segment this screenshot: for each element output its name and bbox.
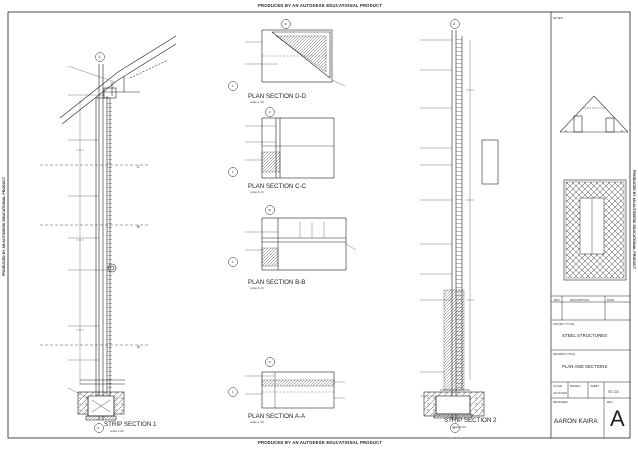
marker-b-bottom-label: 1 <box>232 259 234 264</box>
key-plan-drawing <box>563 179 627 281</box>
side-banner-left: PRODUCED BY AN AUTODESK EDUCATIONAL PROD… <box>2 176 6 276</box>
section-cut-c: C <box>137 164 140 169</box>
marker-d-bottom <box>228 81 238 91</box>
plan-section-d-d-drawing <box>245 29 346 87</box>
marker-label-2-b: 2 <box>453 425 456 430</box>
strip-section-1-scale: scale 1:20 <box>110 429 124 433</box>
rev-header: REV <box>554 298 560 302</box>
plan-section-a-scale: scale 1:10 <box>250 420 264 424</box>
drawing-title: PLAN AND SECTIONS <box>562 364 608 369</box>
section-cut-b: B <box>137 224 140 229</box>
marker-b-top <box>265 205 275 215</box>
strip-section-2-drawing <box>420 30 499 420</box>
plan-section-c-scale: scale 1:10 <box>250 190 264 194</box>
marker-d-top <box>281 19 291 29</box>
date-header: DATE <box>607 298 615 302</box>
strip-section-2-scale: scale 1:20 <box>452 425 466 429</box>
designer-name: AARON KAIRA <box>554 418 598 425</box>
grid-marker-2-bottom <box>450 423 460 433</box>
plan-section-a-title: PLAN SECTION A-A <box>248 413 306 420</box>
marker-b-bottom <box>228 257 238 267</box>
plan-section-b-title: PLAN SECTION B-B <box>248 279 306 286</box>
marker-label-1: 1 <box>98 54 101 59</box>
notes-label: NOTES: <box>553 16 564 20</box>
bottom-banner: PRODUCED BY AN AUTODESK EDUCATIONAL PROD… <box>258 440 383 445</box>
grid-marker-2 <box>450 19 460 29</box>
description-header: DESCRIPTION <box>570 298 590 302</box>
strip-section-1-title: STRIP SECTION 1 <box>104 421 157 428</box>
plan-section-a-a-drawing <box>245 371 345 409</box>
plan-section-d-title: PLAN SECTION D-D <box>248 93 307 100</box>
marker-d-label: D <box>284 21 287 26</box>
marker-label-1-b: 1 <box>97 425 100 430</box>
marker-a-bottom <box>228 387 238 397</box>
project-title: STEEL STRUCTURES <box>562 333 607 338</box>
drawing-title-label: DRAWING TITLE <box>553 352 575 356</box>
marker-a-top <box>265 357 275 367</box>
strip-section-1-drawing <box>40 35 177 421</box>
marker-c-bottom <box>228 167 238 177</box>
marker-d-bottom-label: 1 <box>232 83 234 88</box>
strip-section-2-title: STRIP SECTION 2 <box>444 417 497 424</box>
scale-value: AS NOTED <box>553 391 568 395</box>
plan-section-d-scale: scale 1:10 <box>250 100 264 104</box>
drawn-label: DRAWN <box>570 384 581 388</box>
plan-section-c-c-drawing <box>245 117 335 179</box>
rev-label: REV <box>607 400 613 404</box>
marker-c-top <box>265 107 275 117</box>
marker-b-label: B <box>268 207 271 212</box>
plan-section-b-b-drawing <box>245 217 357 271</box>
grid-marker-1-bottom <box>94 423 104 433</box>
marker-a-label: A <box>268 359 271 364</box>
top-banner: PRODUCED BY AN AUTODESK EDUCATIONAL PROD… <box>258 3 383 8</box>
plan-section-c-title: PLAN SECTION C-C <box>248 183 307 190</box>
sheet-border <box>7 11 631 439</box>
key-elevation-drawing <box>559 95 629 133</box>
marker-c-label: C <box>268 109 271 114</box>
scale-label: SCALE <box>553 384 563 388</box>
marker-label-2: 2 <box>453 21 456 26</box>
sheet-label: SHEET <box>590 384 600 388</box>
revision-letter: A <box>610 406 625 431</box>
grid-marker-1 <box>95 52 105 62</box>
designer-label: DESIGNER <box>553 400 568 404</box>
marker-a-bottom-label: 1 <box>232 389 234 394</box>
marker-c-bottom-label: 1 <box>232 169 234 174</box>
project-title-label: PROJECT TITLE <box>553 322 575 326</box>
plan-section-b-scale: scale 1:10 <box>250 286 264 290</box>
section-cut-a: A <box>137 344 140 349</box>
sheet-number: ST-03 <box>608 389 619 394</box>
side-banner-right: PRODUCED BY AN AUTODESK EDUCATIONAL PROD… <box>632 170 636 270</box>
